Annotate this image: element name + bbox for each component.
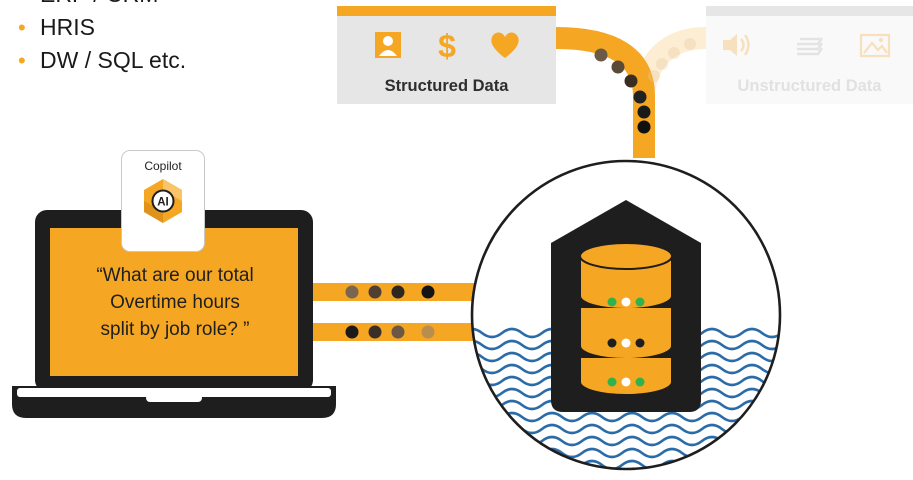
unstructured-pipe-dots <box>648 38 696 82</box>
copilot-badge-text: AI <box>157 197 169 209</box>
connector-dot <box>391 325 405 339</box>
svg-text:$: $ <box>438 30 456 60</box>
connector-top <box>300 283 482 301</box>
prompt-line: Overtime hours <box>110 292 240 313</box>
card-icons <box>706 30 913 60</box>
connector-dot <box>345 285 359 299</box>
pipe-dot <box>668 47 680 59</box>
heart-icon <box>488 30 522 60</box>
status-dot <box>607 338 617 348</box>
structured-data-card: $ Structured Data <box>337 6 556 104</box>
structured-pipe-dots <box>594 48 651 134</box>
status-dot <box>607 297 617 307</box>
status-dot <box>635 377 645 387</box>
list-item: DW / SQL etc. <box>10 44 186 77</box>
status-dot <box>621 338 631 348</box>
card-icons: $ <box>337 30 556 60</box>
status-dot <box>621 297 631 307</box>
data-source-list: ERP / CRM HRIS DW / SQL etc. <box>10 0 186 77</box>
data-lake-circle <box>470 159 782 471</box>
pipe-dot <box>637 105 651 119</box>
connector-bottom <box>300 323 480 341</box>
card-accent-bar <box>337 6 556 16</box>
connector-dots-bottom <box>345 325 435 339</box>
list-item: ERP / CRM <box>10 0 186 11</box>
unstructured-data-card: Unstructured Data <box>706 6 913 104</box>
card-label: Structured Data <box>384 77 509 95</box>
prompt-line: split by job role? ” <box>100 319 250 340</box>
dollar-icon: $ <box>430 30 464 60</box>
card-accent-bar <box>706 6 913 16</box>
laptop-touchpad-notch <box>146 394 202 402</box>
card-label: Unstructured Data <box>737 77 882 95</box>
laptop-screen <box>50 228 298 376</box>
circle-outline <box>470 159 782 471</box>
card-body: $ Structured Data <box>337 16 556 104</box>
structured-pipe <box>555 27 655 158</box>
card-body: Unstructured Data <box>706 16 913 104</box>
laptop-base-top <box>17 388 331 397</box>
connector-dot <box>391 285 405 299</box>
connector-dot <box>421 325 435 339</box>
copilot-label: Copilot <box>144 159 182 173</box>
copilot-logo-icon: AI <box>144 179 182 223</box>
image-icon <box>858 30 892 60</box>
status-dot <box>607 377 617 387</box>
pipe-dot <box>611 60 625 74</box>
database-icon <box>579 242 673 396</box>
person-icon <box>371 30 405 60</box>
laptop <box>12 210 336 418</box>
document-stack-icon <box>792 30 826 60</box>
connector-dot <box>368 285 382 299</box>
pipe-dot <box>624 74 638 88</box>
list-item: HRIS <box>10 11 186 44</box>
speaker-icon <box>720 30 754 60</box>
connector-dot <box>421 285 435 299</box>
prompt-text: “What are our total Overtime hours split… <box>50 262 300 343</box>
prompt-line: “What are our total <box>96 265 254 286</box>
connector-dot <box>368 325 382 339</box>
pipe-dot <box>594 48 608 62</box>
status-dot <box>635 338 645 348</box>
status-dot <box>635 297 645 307</box>
pipe-dot <box>633 90 647 104</box>
copilot-tile: Copilot AI <box>121 150 205 252</box>
pipe-dot <box>637 120 651 134</box>
pipe-dot <box>656 58 668 70</box>
pipe-dot <box>684 38 696 50</box>
pipe-dot <box>648 70 660 82</box>
status-dot <box>621 377 631 387</box>
connector-dots-top <box>345 285 435 299</box>
connector-dot <box>345 325 359 339</box>
